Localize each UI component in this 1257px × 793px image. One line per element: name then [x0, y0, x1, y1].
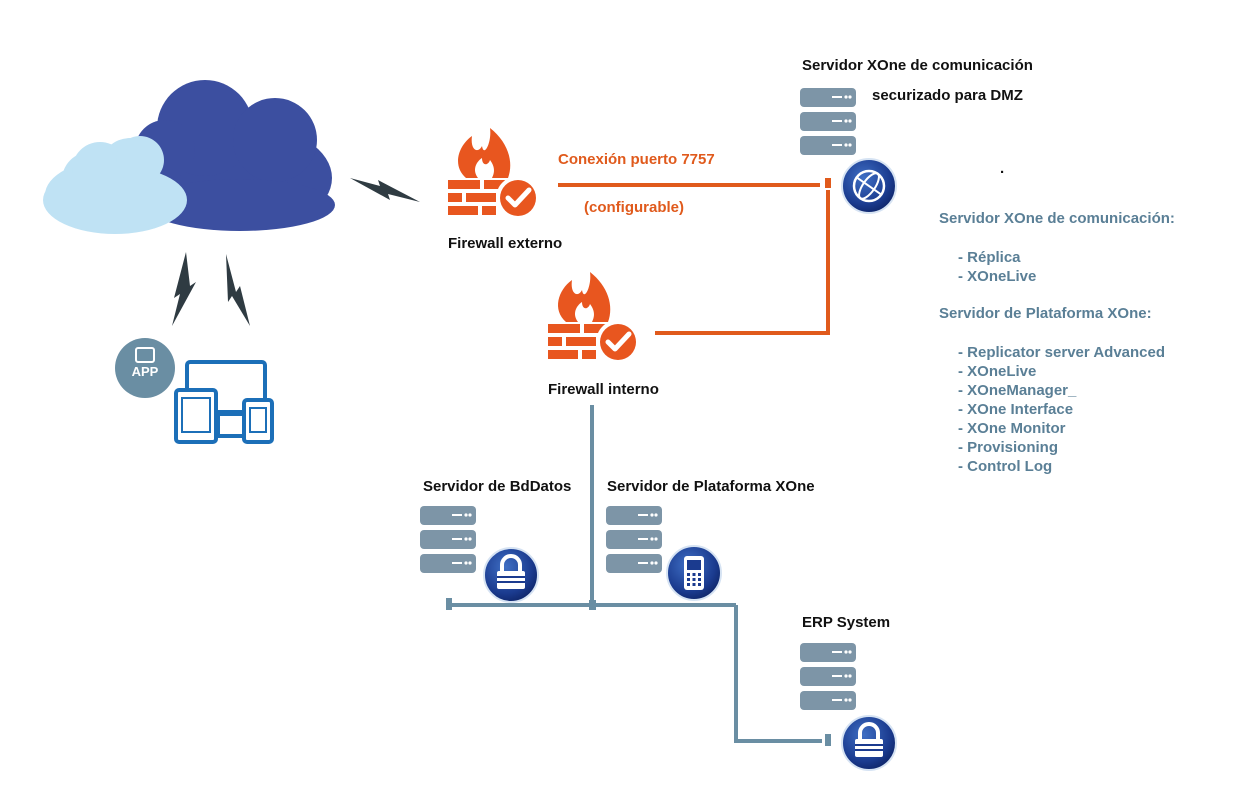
comm-server-section-title: Servidor XOne de comunicación: — [939, 210, 1175, 227]
globe-icon — [841, 158, 897, 214]
app-badge-icon — [115, 338, 175, 398]
cloud-icon — [43, 80, 335, 234]
platform-server-section-title: Servidor de Plataforma XOne: — [939, 305, 1152, 322]
lightning-icon — [226, 254, 250, 326]
app-badge-label: APP — [132, 364, 159, 379]
firewall-external-label: Firewall externo — [448, 235, 563, 252]
list-item: - Control Log — [958, 458, 1053, 475]
mobile-devices-icon — [174, 360, 274, 444]
dmz-server-icon — [800, 88, 856, 155]
list-item: - XOneManager_ — [958, 382, 1077, 399]
db-server-icon — [420, 506, 476, 573]
mobile-phone-icon — [666, 545, 722, 601]
platform-server-feature-list: - Replicator server Advanced - XOneLive … — [958, 343, 1165, 476]
dmz-server-subtitle: securizado para DMZ — [872, 87, 1023, 104]
stray-dot: . — [1000, 160, 1005, 177]
erp-lock-icon — [840, 714, 898, 772]
configurable-label: (configurable) — [584, 199, 684, 216]
erp-system-label: ERP System — [802, 614, 891, 631]
list-item: - XOneLive — [958, 268, 1037, 285]
lightning-icon — [172, 252, 196, 326]
platform-server-icon — [606, 506, 662, 573]
erp-server-icon — [800, 643, 856, 710]
platform-server-label: Servidor de Plataforma XOne — [607, 478, 815, 495]
connection-port-label: Conexión puerto 7757 — [558, 151, 715, 168]
list-item: - Provisioning — [958, 439, 1059, 456]
list-item: - XOne Interface — [958, 401, 1074, 418]
db-lock-icon — [482, 546, 540, 604]
dmz-server-title: Servidor XOne de comunicación — [802, 57, 1033, 74]
comm-server-feature-list: - Réplica - XOneLive — [958, 248, 1036, 286]
wireless-signal-icons — [172, 178, 420, 326]
list-item: - XOneLive — [958, 363, 1037, 380]
list-item: - XOne Monitor — [958, 420, 1066, 437]
firewall-internal-label: Firewall interno — [548, 381, 659, 398]
db-server-label: Servidor de BdDatos — [423, 478, 572, 495]
connection-lines — [446, 178, 831, 746]
list-item: - Réplica — [958, 249, 1021, 266]
firewall-internal-icon — [548, 272, 640, 364]
lightning-icon — [350, 178, 420, 202]
firewall-external-icon — [448, 128, 540, 220]
list-item: - Replicator server Advanced — [958, 344, 1166, 361]
